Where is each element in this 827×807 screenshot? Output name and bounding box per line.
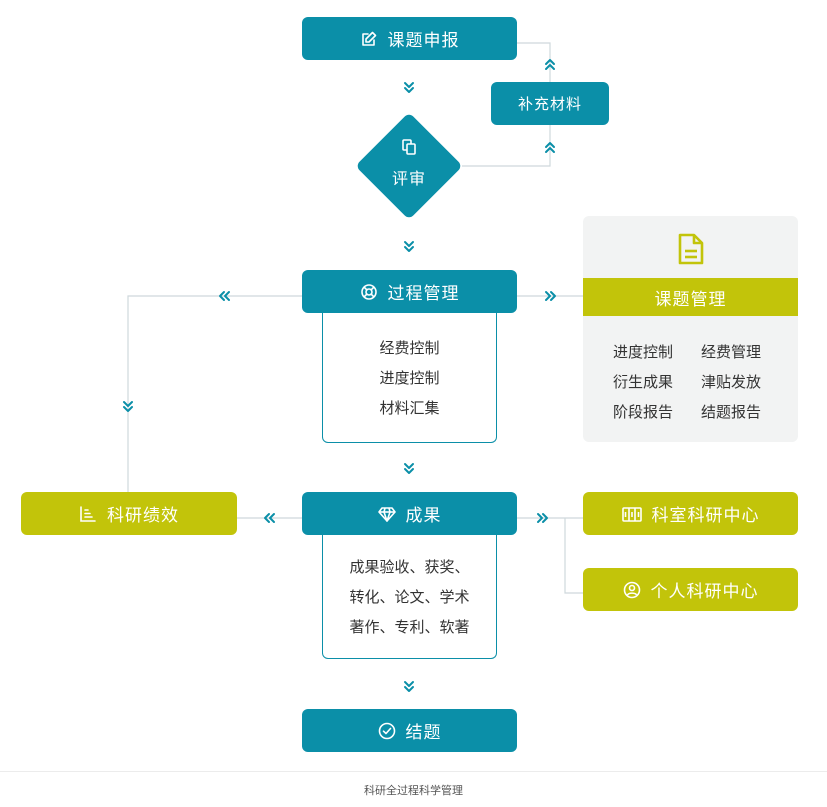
performance-node[interactable]: 科研绩效 <box>21 492 237 535</box>
personal-center-node[interactable]: 个人科研中心 <box>583 568 798 611</box>
connector-review-supplement <box>462 125 551 167</box>
document-icon <box>678 233 704 265</box>
process-item: 材料汇集 <box>379 398 440 417</box>
review-diamond[interactable] <box>355 112 462 219</box>
results-items-panel: 成果验收、获奖、 转化、论文、学术 著作、专利、软著 <box>322 535 497 659</box>
card-item: 衍生成果 <box>613 373 674 391</box>
caption-divider <box>0 771 827 772</box>
apply-node[interactable]: 课题申报 <box>302 17 517 60</box>
connector-apply-supplement <box>517 42 551 82</box>
chevron-down-icon <box>404 241 414 252</box>
chevron-up-icon <box>545 59 555 70</box>
edit-icon <box>360 30 378 48</box>
results-item: 著作、专利、软著 <box>349 617 470 636</box>
process-label: 过程管理 <box>387 284 460 304</box>
card-item: 结题报告 <box>701 403 762 421</box>
chevron-down-icon <box>404 82 414 93</box>
copy-icon <box>402 139 416 155</box>
topic-management-items: 进度控制 经费管理 衍生成果 津贴发放 阶段报告 结题报告 <box>583 216 798 442</box>
lifebuoy-icon <box>360 283 378 301</box>
conclude-label: 结题 <box>405 723 442 743</box>
diamond-icon <box>377 505 396 523</box>
performance-label: 科研绩效 <box>107 506 179 526</box>
card-item: 经费管理 <box>701 343 762 361</box>
process-items-panel: 经费控制 进度控制 材料汇集 <box>322 313 497 443</box>
conclude-node[interactable]: 结题 <box>302 709 517 752</box>
results-item: 成果验收、获奖、 <box>349 557 470 576</box>
chevron-right-icon <box>545 291 556 301</box>
card-item: 津贴发放 <box>701 373 762 391</box>
chevrons <box>123 59 556 692</box>
card-item: 进度控制 <box>613 343 674 361</box>
topic-management-title: 课题管理 <box>583 278 798 316</box>
apply-label: 课题申报 <box>387 31 460 51</box>
supplement-node[interactable]: 补充材料 <box>491 82 609 125</box>
chevron-right-icon <box>537 513 548 523</box>
chevron-up-icon <box>545 142 555 153</box>
process-node[interactable]: 过程管理 <box>302 270 517 313</box>
card-item: 阶段报告 <box>613 403 674 421</box>
connector-process-left <box>127 295 302 492</box>
chevron-left-icon <box>264 513 275 523</box>
results-node[interactable]: 成果 <box>302 492 517 535</box>
review-label: 评审 <box>391 169 426 188</box>
chevron-down-icon <box>404 463 414 474</box>
chevron-down-icon <box>123 401 133 412</box>
lab-center-node[interactable]: 科室科研中心 <box>583 492 798 535</box>
topic-management-card: 课题管理 进度控制 经费管理 衍生成果 津贴发放 阶段报告 结题报告 <box>583 216 798 442</box>
building-icon <box>621 505 642 523</box>
results-item: 转化、论文、学术 <box>349 587 470 606</box>
personal-center-label: 个人科研中心 <box>650 582 759 602</box>
process-item: 进度控制 <box>379 368 440 387</box>
bar-chart-icon <box>79 505 97 523</box>
supplement-label: 补充材料 <box>517 95 582 113</box>
lab-center-label: 科室科研中心 <box>651 506 760 526</box>
results-label: 成果 <box>405 506 442 526</box>
figure-caption: 科研全过程科学管理 <box>364 784 463 797</box>
check-circle-icon <box>378 722 396 740</box>
chevron-left-icon <box>219 291 230 301</box>
connector-results-personal <box>564 518 583 594</box>
process-item: 经费控制 <box>379 338 440 357</box>
chevron-down-icon <box>404 681 414 692</box>
user-icon <box>623 581 641 599</box>
